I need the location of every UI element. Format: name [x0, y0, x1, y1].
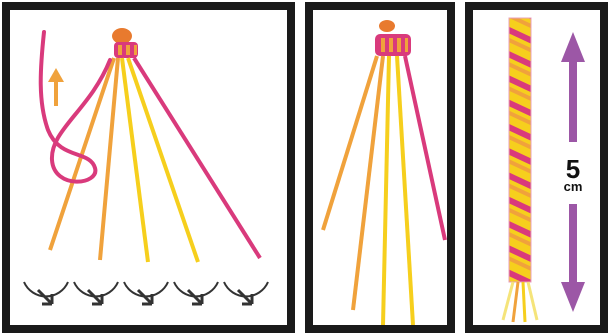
top-knot: [112, 28, 132, 44]
circular-arrow-icon-2: [74, 282, 118, 304]
measurement-unit: cm: [557, 180, 589, 193]
circular-arrow-icon-5: [224, 282, 268, 304]
circular-arrow-icon-3: [124, 282, 168, 304]
step-panel-1: [2, 2, 295, 333]
step-panel-3: 5 cm: [465, 2, 608, 333]
loose-end-3: [523, 282, 525, 322]
strand-1: [323, 56, 377, 230]
loose-end-2: [513, 282, 518, 322]
top-knot: [379, 20, 395, 32]
measurement-label: 5 cm: [557, 156, 589, 193]
strand-5: [405, 56, 445, 240]
strand-5: [134, 58, 260, 258]
step-panel-2: [305, 2, 455, 333]
strand-2: [353, 56, 383, 310]
loose-end-4: [528, 282, 537, 320]
measure-arrow-up: [561, 32, 585, 142]
knotting-illustration: [10, 10, 287, 325]
strand-3: [383, 56, 389, 325]
braided-cord: [509, 18, 531, 282]
strand-3: [122, 58, 148, 262]
measure-arrow-down: [561, 204, 585, 312]
loose-end-1: [503, 282, 513, 320]
circular-arrow-icon-4: [174, 282, 218, 304]
strand-4: [397, 56, 413, 325]
progress-illustration: [313, 10, 447, 325]
strand-4: [128, 58, 198, 262]
arrow-up-icon: [48, 68, 64, 106]
circular-arrow-icon-1: [24, 282, 68, 304]
